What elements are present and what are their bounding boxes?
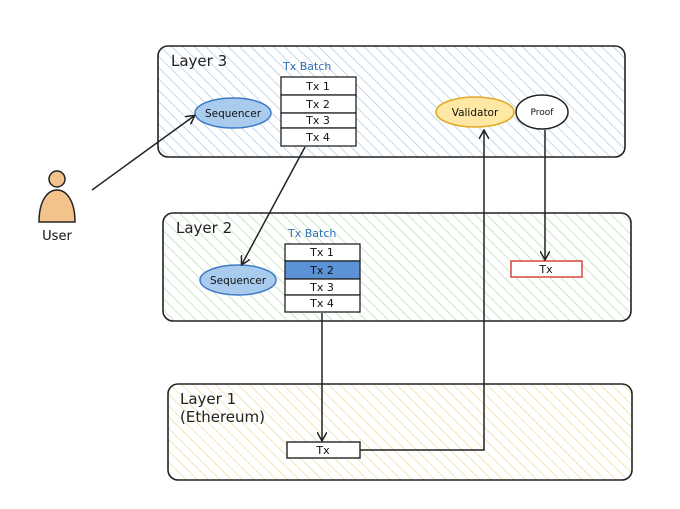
layer-3-sequencer: Sequencer [194, 97, 272, 129]
arrow-user-to-l3-sequencer [91, 116, 194, 191]
layer-1-tx-label: Tx [315, 444, 330, 457]
layer-2-tx-3: Tx 3 [309, 281, 334, 294]
validator-label: Validator [452, 107, 499, 119]
layer-2-panel: Layer 2 Tx Batch Tx 1 Tx 2 Tx 3 Tx 4 Seq… [162, 212, 632, 322]
layer-3-tx-batch: Tx 1 Tx 2 Tx 3 Tx 4 [280, 76, 357, 147]
layer-2-batch-title: Tx Batch [287, 227, 336, 240]
layer-3-sequencer-label: Sequencer [205, 108, 262, 120]
user-icon: User [38, 170, 76, 244]
layer-3-batch-title: Tx Batch [282, 60, 331, 73]
layer-2-proof-tx: Tx [510, 260, 583, 278]
layer-2-tx-2: Tx 2 [309, 264, 334, 277]
layer-1-tx: Tx [286, 441, 361, 459]
flow-arrows [91, 116, 545, 451]
layer-2-tx-batch: Tx 1 Tx 2 Tx 3 Tx 4 [284, 243, 361, 313]
layer-3-tx-3: Tx 3 [305, 114, 330, 127]
validator-node: Validator [435, 96, 515, 128]
arrow-l1-tx-to-validator [360, 131, 484, 451]
layer-3-panel: Layer 3 Tx Batch Tx 1 Tx 2 Tx 3 Tx 4 Seq… [157, 45, 626, 158]
user-label: User [42, 229, 72, 244]
layer-2-proof-tx-label: Tx [538, 263, 553, 276]
layer-2-title: Layer 2 [176, 219, 232, 237]
layer-1-subtitle: (Ethereum) [180, 408, 265, 426]
layer-2-sequencer: Sequencer [199, 264, 277, 296]
layer-3-title: Layer 3 [171, 52, 227, 70]
arrow-l3-batch-to-l2-sequencer [242, 146, 306, 264]
proof-label: Proof [531, 108, 555, 118]
layer-2-tx-4: Tx 4 [309, 297, 334, 310]
proof-node: Proof [515, 94, 569, 130]
layer-3-tx-1: Tx 1 [305, 80, 330, 93]
layer-2-sequencer-label: Sequencer [210, 275, 267, 287]
layer-2-tx-1: Tx 1 [309, 246, 334, 259]
layer-1-title: Layer 1 [180, 390, 236, 408]
layer-3-tx-4: Tx 4 [305, 131, 330, 144]
layer-3-tx-2: Tx 2 [305, 98, 330, 111]
layer-1-panel: Layer 1 (Ethereum) Tx [167, 383, 633, 481]
